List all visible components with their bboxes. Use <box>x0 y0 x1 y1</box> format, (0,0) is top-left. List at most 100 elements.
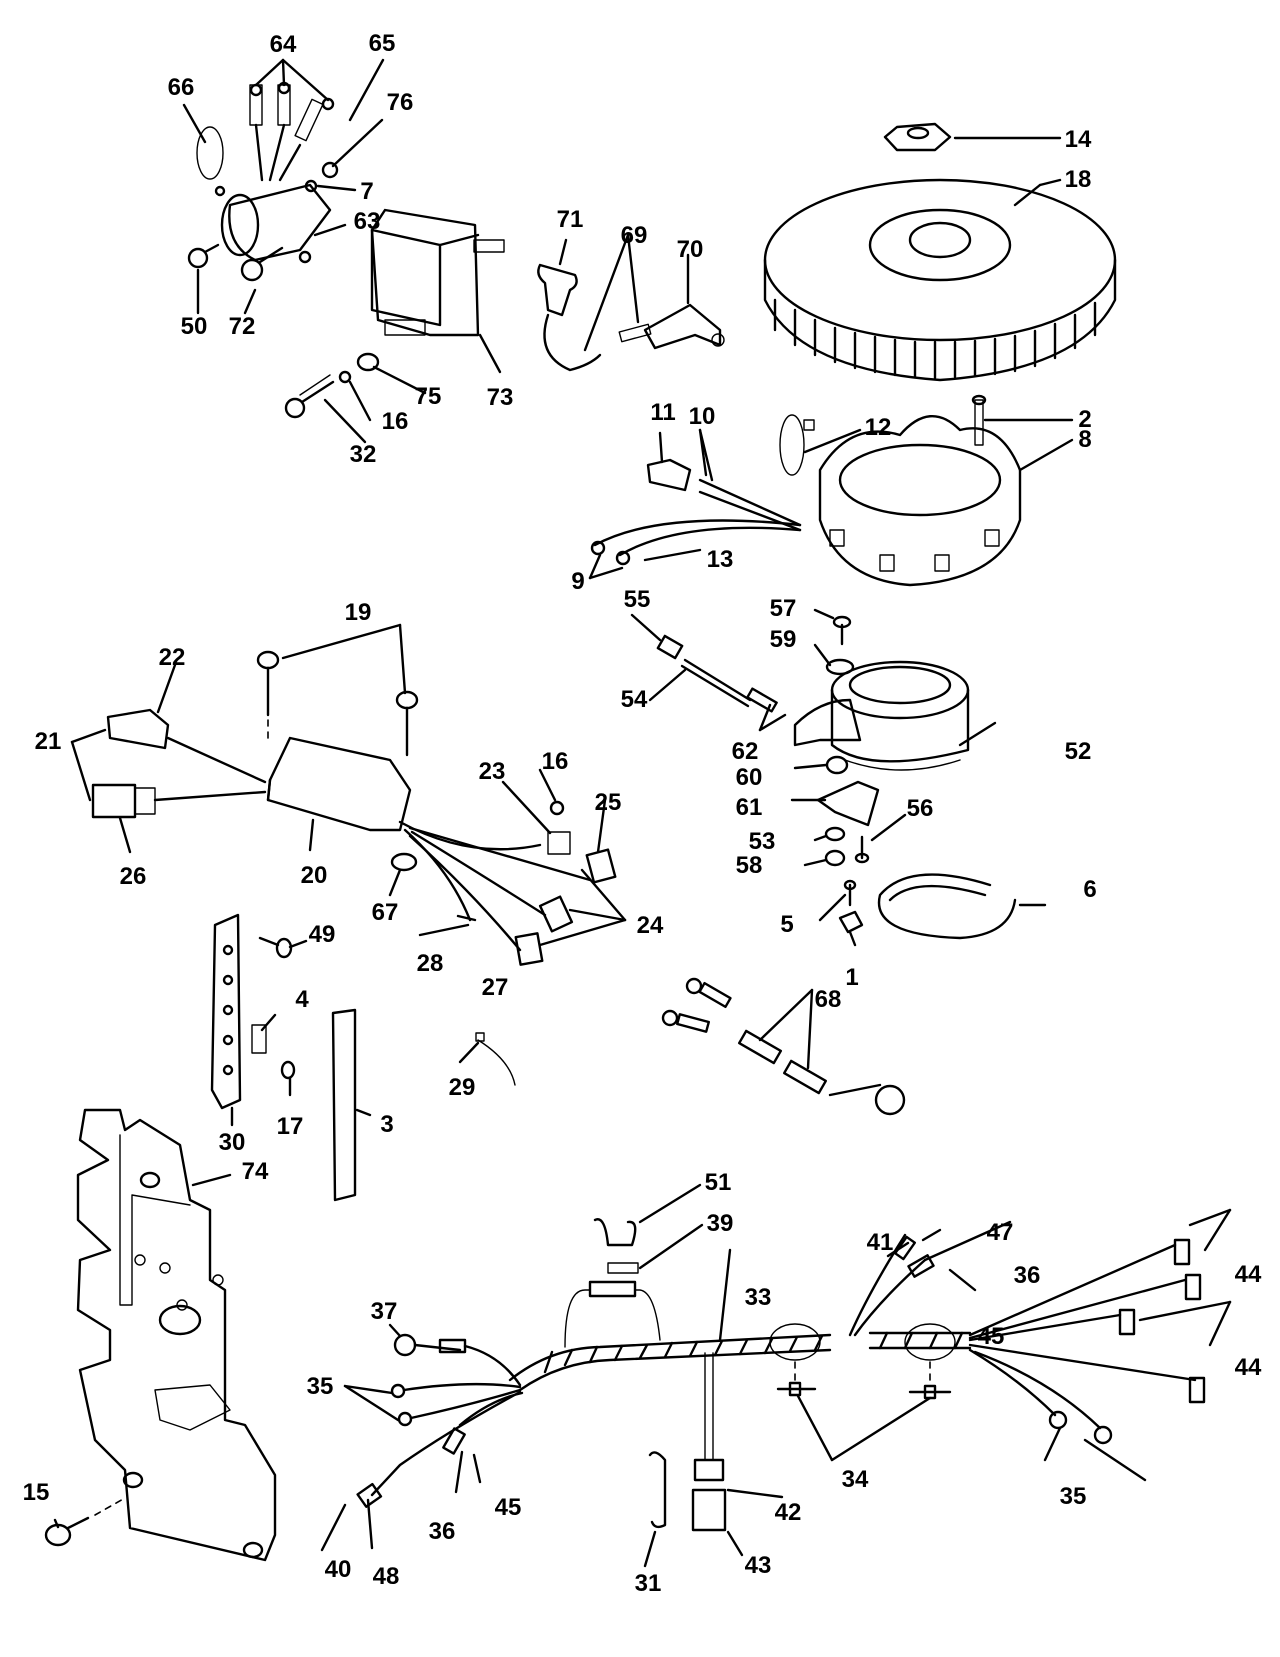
callout-44a: 44 <box>1234 1261 1262 1288</box>
callout-28: 28 <box>416 950 444 977</box>
link-61 <box>816 780 880 827</box>
callout-53: 53 <box>748 828 776 855</box>
lockwasher-7 <box>304 179 318 193</box>
callout-59: 59 <box>769 626 797 653</box>
callout-52: 52 <box>1064 738 1092 765</box>
callout-49: 49 <box>308 921 336 948</box>
callout-64: 64 <box>269 31 297 58</box>
clamp-23 <box>547 831 571 855</box>
callout-27: 27 <box>481 974 509 1001</box>
callout-47: 47 <box>986 1219 1014 1246</box>
cover-3 <box>331 1008 357 1202</box>
callout-21: 21 <box>34 728 62 755</box>
retainer-ring <box>877 873 1017 940</box>
callout-6: 6 <box>1083 876 1097 903</box>
high-tension-lead <box>618 323 652 343</box>
callout-60: 60 <box>735 764 763 791</box>
connector-11 <box>646 458 692 492</box>
callout-40: 40 <box>324 1556 352 1583</box>
lead-assembly-68 <box>661 977 906 1116</box>
grommet-67 <box>390 852 418 872</box>
mounting-plate <box>76 1108 277 1562</box>
callout-13: 13 <box>706 546 734 573</box>
connector-22 <box>106 708 170 750</box>
callout-75: 75 <box>414 383 442 410</box>
callout-58: 58 <box>735 852 763 879</box>
retainer-31 <box>648 1451 667 1529</box>
callout-62: 62 <box>731 738 759 765</box>
callout-25: 25 <box>594 789 622 816</box>
nut-76 <box>321 161 339 179</box>
callout-61: 61 <box>735 794 763 821</box>
ignition-coil <box>370 208 505 337</box>
screw-57 <box>832 615 852 646</box>
callout-19: 19 <box>344 599 372 626</box>
callout-14: 14 <box>1064 126 1092 153</box>
harness-left-branches <box>356 1333 524 1508</box>
callout-45b: 45 <box>494 1494 522 1521</box>
callout-34: 34 <box>841 1466 869 1493</box>
tie-strap <box>779 414 815 476</box>
callout-73: 73 <box>486 384 514 411</box>
callout-43: 43 <box>744 1552 772 1579</box>
callout-67: 67 <box>371 899 399 926</box>
callout-17: 17 <box>276 1113 304 1140</box>
timer-arm <box>793 698 862 747</box>
callout-35b: 35 <box>1059 1483 1087 1510</box>
callout-55: 55 <box>623 586 651 613</box>
callout-32: 32 <box>349 441 377 468</box>
callout-1: 1 <box>845 964 859 991</box>
stator <box>818 414 1022 587</box>
callout-18: 18 <box>1064 166 1092 193</box>
callout-11: 11 <box>650 399 676 426</box>
callout-30: 30 <box>218 1129 246 1156</box>
callout-7: 7 <box>360 178 374 205</box>
connector-26 <box>91 783 156 819</box>
wire-clamp <box>196 126 226 197</box>
callout-51: 51 <box>704 1169 732 1196</box>
jumper-4 <box>251 1024 267 1054</box>
tie-strap-29 <box>475 1032 516 1086</box>
callout-3: 3 <box>380 1111 394 1138</box>
callout-26: 26 <box>119 863 147 890</box>
fuse-clip-51 <box>593 1218 637 1247</box>
callout-54: 54 <box>620 686 648 713</box>
callout-24: 24 <box>636 912 664 939</box>
callout-71: 71 <box>556 206 584 233</box>
harness-right-branches <box>848 1233 1206 1445</box>
spark-plug-boot-70 <box>643 303 725 350</box>
callout-36: 36 <box>1013 1262 1041 1289</box>
stator-screw <box>971 394 987 446</box>
nut-60 <box>825 755 849 775</box>
wiring-harness <box>508 1280 972 1392</box>
stator-leads <box>590 478 802 566</box>
sensor-leads <box>656 634 778 713</box>
callout-41: 41 <box>866 1229 894 1256</box>
callout-8: 8 <box>1078 426 1092 453</box>
callout-45: 45 <box>977 1323 1005 1350</box>
callout-48: 48 <box>372 1563 400 1590</box>
callout-23: 23 <box>478 758 506 785</box>
callout-20: 20 <box>300 862 328 889</box>
power-pack-leads <box>398 820 592 952</box>
washer-59 <box>825 658 855 676</box>
callout-50: 50 <box>180 313 208 340</box>
screw-50 <box>187 243 220 269</box>
callout-72: 72 <box>228 313 256 340</box>
leader-lines <box>53 58 1232 1568</box>
screw-56 <box>854 835 870 864</box>
callout-65: 65 <box>368 30 396 57</box>
callout-16: 16 <box>381 408 409 435</box>
callout-36b: 36 <box>428 1518 456 1545</box>
callout-76: 76 <box>386 89 414 116</box>
callout-12: 12 <box>864 414 892 441</box>
screw-5 <box>843 879 857 907</box>
callout-10: 10 <box>688 403 716 430</box>
washer-53 <box>824 826 846 842</box>
bolt-32 <box>284 374 335 419</box>
callout-68: 68 <box>814 986 842 1013</box>
callout-2: 2 <box>1078 406 1092 433</box>
timer-base <box>830 660 970 771</box>
